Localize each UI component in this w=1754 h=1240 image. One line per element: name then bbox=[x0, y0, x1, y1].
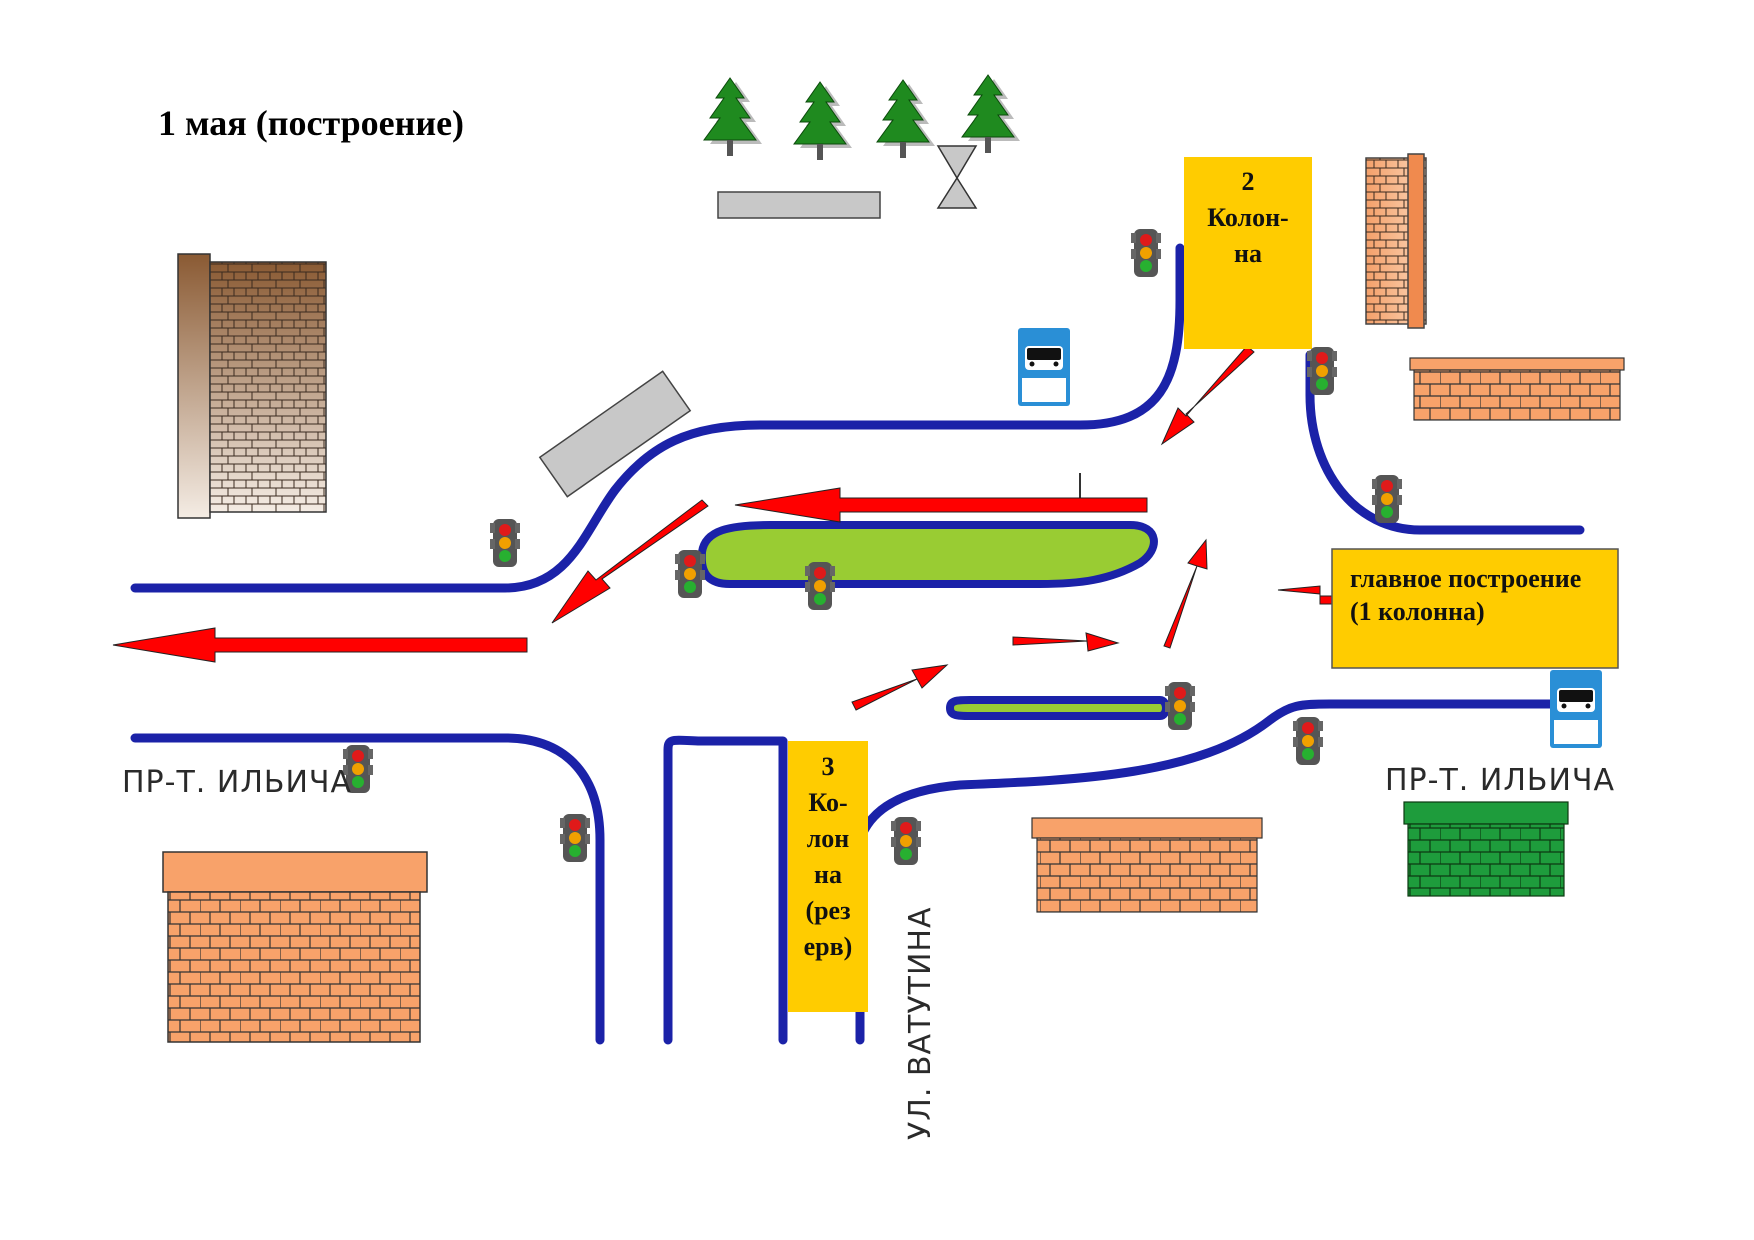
road-curb-top-right bbox=[1305, 350, 1585, 535]
arrow-southwest bbox=[551, 499, 709, 624]
column-3-label-line6: ерв) bbox=[804, 932, 853, 961]
main-column-label-line2: (1 колонна) bbox=[1350, 597, 1485, 626]
traffic-light-icon bbox=[1131, 229, 1161, 277]
building-icon bbox=[1403, 801, 1569, 897]
arrow-from-column3 bbox=[851, 664, 949, 711]
main-column-box: главное построение (1 колонна) bbox=[1331, 548, 1619, 669]
map-title: 1 мая (построение) bbox=[158, 103, 464, 143]
arrow-east bbox=[1012, 632, 1120, 652]
building-icon bbox=[1409, 357, 1625, 421]
column-3-label-line4: на bbox=[814, 860, 842, 889]
column-2-label-line2: Колон- bbox=[1207, 203, 1288, 232]
tree-icon bbox=[793, 81, 853, 161]
traffic-light-icon bbox=[1307, 347, 1337, 395]
grey-slab bbox=[538, 370, 692, 498]
street-name-vertical: УЛ. ВАТУТИНА bbox=[903, 907, 938, 1140]
arrow-west-lower bbox=[112, 627, 528, 663]
road-curbs bbox=[130, 243, 1585, 1045]
building-icon bbox=[162, 851, 428, 1043]
traffic-light-icon bbox=[1293, 717, 1323, 765]
green-island-large bbox=[697, 521, 1158, 588]
road-curb-bottom-right bbox=[855, 699, 1570, 1045]
traffic-light-icon bbox=[490, 519, 520, 567]
arrow-from-column2 bbox=[1160, 345, 1255, 446]
green-island-small bbox=[945, 696, 1170, 720]
column-3-label-line1: 3 bbox=[822, 752, 835, 781]
tree-icon bbox=[876, 79, 936, 159]
arrow-west-upper bbox=[734, 487, 1148, 523]
arrow-from-main bbox=[1277, 585, 1341, 605]
column-3-box: 3 Ко- лон на (рез ерв) bbox=[788, 741, 868, 1012]
road-curb-bottom-left bbox=[130, 733, 605, 1045]
park-slab bbox=[717, 191, 881, 219]
tree-icon bbox=[703, 77, 763, 157]
arrow-northeast bbox=[1163, 538, 1208, 649]
main-column-label-line1: главное построение bbox=[1350, 564, 1581, 593]
road-curb-vatutina-left bbox=[663, 735, 788, 1045]
monument-icon bbox=[936, 145, 978, 209]
bus-stop-icon bbox=[1550, 670, 1602, 748]
column-2-box: 2 Колон- на bbox=[1184, 157, 1312, 349]
building-icon bbox=[177, 253, 327, 519]
column-3-label-line3: лон bbox=[807, 824, 850, 853]
traffic-light-icon bbox=[675, 550, 705, 598]
building-icon bbox=[1365, 153, 1427, 329]
bus-stop-icon bbox=[1018, 328, 1070, 406]
traffic-light-icon bbox=[891, 817, 921, 865]
tree-icon bbox=[961, 74, 1021, 154]
column-2-label-line3: на bbox=[1234, 239, 1262, 268]
column-3-label-line5: (рез bbox=[805, 896, 850, 925]
column-3-label-line2: Ко- bbox=[808, 788, 847, 817]
traffic-light-icon bbox=[1165, 682, 1195, 730]
traffic-light-icon bbox=[805, 562, 835, 610]
column-2-label-line1: 2 bbox=[1242, 167, 1255, 196]
building-icon bbox=[1031, 817, 1263, 913]
street-name-left: ПР-Т. ИЛЬИЧА bbox=[122, 765, 352, 800]
movement-arrows bbox=[112, 345, 1341, 711]
traffic-light-icon bbox=[1372, 475, 1402, 523]
road-curb-top-left bbox=[130, 243, 1185, 593]
street-name-right: ПР-Т. ИЛЬИЧА bbox=[1385, 763, 1615, 798]
traffic-light-icon bbox=[560, 814, 590, 862]
